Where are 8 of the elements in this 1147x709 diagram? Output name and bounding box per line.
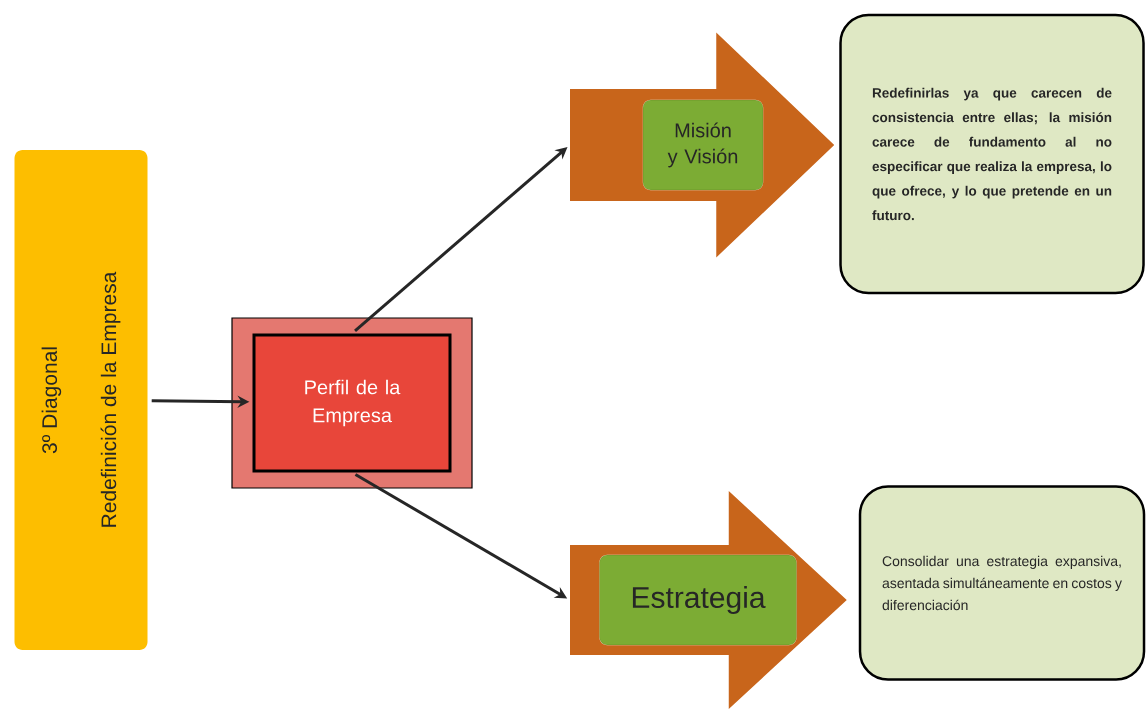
note-box: Redefinirlas ya que carecen de consistencia entre ellas; la misión carece de fundamento al no especificar que realiza la empresa, lo que ofrece, y lo que pretende en un futuro.	[839, 13, 1145, 295]
label-box: Estrategia	[599, 554, 797, 646]
note-box: Consolidar una estrategia expansiva, asentada simultáneamente en costos y diferenciación	[858, 485, 1146, 681]
title-bar: 3º Diagonal Redefinición de la Empresa	[14, 150, 148, 650]
block-arrow	[570, 491, 847, 709]
label-box: Misión y Visión	[642, 99, 764, 191]
process-box: Perfil de la Empresa	[231, 317, 473, 489]
block-arrow	[570, 32, 835, 258]
